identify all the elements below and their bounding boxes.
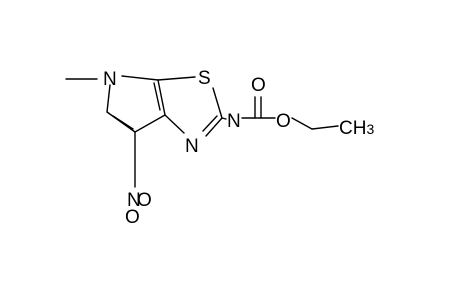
atom-o-carbonyl: O <box>251 75 266 96</box>
bond-c7a-c4a-inner <box>153 82 161 111</box>
bond-c4a-s <box>157 76 196 81</box>
atom-o-ester: O <box>276 111 291 132</box>
bond-ch2-ch3 <box>311 125 339 130</box>
atom-methyl: CH3 <box>339 118 374 139</box>
bond-c7a-c4a <box>157 79 166 116</box>
bond-oester-ch2 <box>291 117 313 130</box>
atom-n-amide: N <box>227 111 241 132</box>
methyl-ch-text: CH <box>339 118 366 139</box>
bond-c7-c7a <box>134 114 166 133</box>
atom-nitro-o1: O <box>137 190 152 211</box>
atom-n-pyrrole: N <box>103 69 117 90</box>
atom-labels: N S N N O O CH3 N O O <box>103 68 374 228</box>
bond-c2-nh <box>221 117 227 120</box>
bond-c6-c7-inner <box>112 115 134 130</box>
bond-n-c6 <box>106 84 111 113</box>
bond-c2-n3-inner <box>202 115 218 132</box>
bond-c4a-n <box>121 75 159 81</box>
bond-c2-n3 <box>205 117 223 137</box>
atom-s-thiazole: S <box>198 68 211 89</box>
bond-lines <box>65 75 339 188</box>
atom-nitro-o2: O <box>125 207 140 228</box>
methyl-subscript: 3 <box>366 121 374 137</box>
atom-n-thiazole: N <box>185 136 199 157</box>
bond-s-c2 <box>212 87 223 119</box>
atom-nitro-n: N <box>127 190 141 211</box>
bond-n3-c7a <box>164 114 185 134</box>
